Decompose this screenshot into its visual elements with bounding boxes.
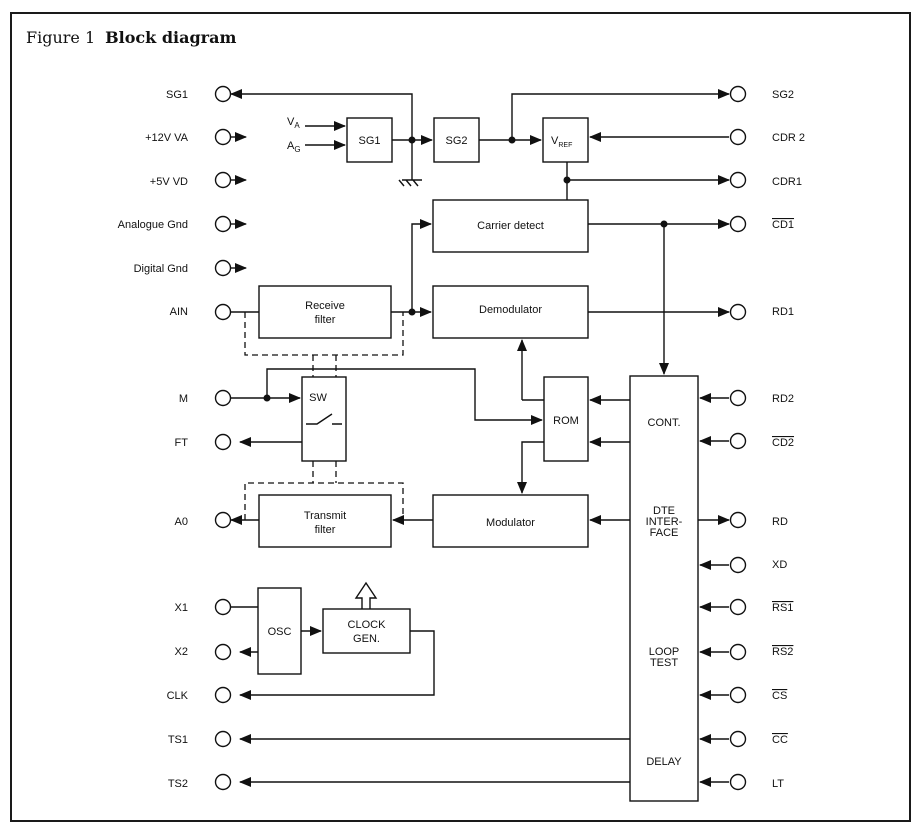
switch-dashed-paths	[244, 312, 404, 520]
sg2-block-label: SG2	[445, 135, 467, 147]
clock-output-arrow	[354, 581, 378, 609]
demodulator-label: Demodulator	[479, 304, 542, 316]
carrier-detect-block: Carrier detect	[432, 199, 589, 253]
osc-block: OSC	[257, 587, 302, 675]
vref-block: VREF	[542, 117, 589, 163]
receive-filter-label-line1: Receive	[305, 300, 345, 312]
right-pin-circles	[729, 85, 747, 791]
clock-gen-label-line2: GEN.	[353, 633, 380, 645]
pin-label-lt: LT	[772, 778, 784, 790]
sw-label: SW	[309, 392, 327, 404]
pin-label-cd1: CD1	[772, 219, 794, 231]
receive-filter-block: Receive filter	[258, 285, 392, 339]
carrier-detect-label: Carrier detect	[477, 220, 544, 232]
pin-label-12v-va: +12V VA	[145, 132, 189, 144]
figure-number: Figure 1	[26, 28, 96, 47]
transmit-filter-label-line2: filter	[315, 524, 336, 536]
sg1-block: SG1	[346, 117, 393, 163]
pin-label-xd: XD	[772, 559, 787, 571]
pin-label-x2: X2	[175, 646, 188, 658]
sw-block: SW	[301, 376, 347, 462]
pin-label-a0: A0	[175, 516, 188, 528]
junction-dots	[263, 136, 668, 402]
clock-gen-label-line1: CLOCK	[348, 619, 387, 631]
figure-title: Block diagram	[105, 28, 237, 47]
signal-lines	[230, 89, 730, 787]
pin-label-rd: RD	[772, 516, 788, 528]
pin-label-rs2: RS2	[772, 646, 793, 658]
pin-label-ts2: TS2	[168, 778, 188, 790]
pin-label-cd2: CD2	[772, 437, 794, 449]
pin-label-rd1: RD1	[772, 306, 794, 318]
pin-label-clk: CLK	[167, 690, 189, 702]
pin-label-ain: AIN	[170, 306, 188, 318]
transmit-filter-block: Transmit filter	[258, 494, 392, 548]
pin-label-rs1: RS1	[772, 602, 793, 614]
sg2-block: SG2	[433, 117, 480, 163]
pin-label-digital-gnd: Digital Gnd	[134, 263, 188, 275]
pin-label-cdr1: CDR1	[772, 176, 802, 188]
pin-label-cc: CC	[772, 734, 788, 746]
pin-label-x1: X1	[175, 602, 188, 614]
control-dte-label-line3: FACE	[650, 527, 679, 539]
demodulator-block: Demodulator	[432, 285, 589, 339]
modulator-block: Modulator	[432, 494, 589, 548]
pin-label-m: M	[179, 393, 188, 405]
clock-gen-block: CLOCK GEN.	[322, 608, 411, 654]
figure-frame	[10, 12, 911, 822]
receive-filter-label-line2: filter	[315, 314, 336, 326]
control-loop-label-line1: LOOP	[649, 646, 680, 658]
vref-block-label: VREF	[551, 135, 572, 149]
sg1-block-label: SG1	[358, 135, 380, 147]
control-delay-label: DELAY	[646, 756, 682, 768]
power-pin-arrows	[231, 132, 247, 273]
input-label-va: VA	[287, 116, 300, 130]
pin-label-cdr2: CDR 2	[772, 132, 805, 144]
control-dte-label-line1: DTE	[653, 505, 675, 517]
rom-label: ROM	[553, 415, 579, 427]
rom-block: ROM	[543, 376, 589, 462]
pin-label-rd2: RD2	[772, 393, 794, 405]
osc-label: OSC	[268, 626, 292, 638]
control-cont-label: CONT.	[648, 417, 681, 429]
control-block: CONT. DTE INTER- FACE LOOP TEST DELAY	[629, 375, 699, 802]
pin-label-analogue-gnd: Analogue Gnd	[118, 219, 188, 231]
transmit-filter-label-line1: Transmit	[304, 510, 346, 522]
pin-label-ft: FT	[175, 437, 189, 449]
pin-label-sg1: SG1	[166, 89, 188, 101]
left-pin-circles	[214, 85, 232, 791]
figure-caption: Figure 1 Block diagram	[26, 28, 236, 52]
control-dte-label-line2: INTER-	[646, 516, 683, 528]
modulator-label: Modulator	[486, 517, 535, 529]
pin-label-ts1: TS1	[168, 734, 188, 746]
pin-label-sg2: SG2	[772, 89, 794, 101]
input-label-ag: AG	[287, 140, 301, 154]
pin-label-5v-vd: +5V VD	[150, 176, 188, 188]
pin-label-cs: CS	[772, 690, 787, 702]
control-loop-label-line2: TEST	[650, 657, 678, 669]
